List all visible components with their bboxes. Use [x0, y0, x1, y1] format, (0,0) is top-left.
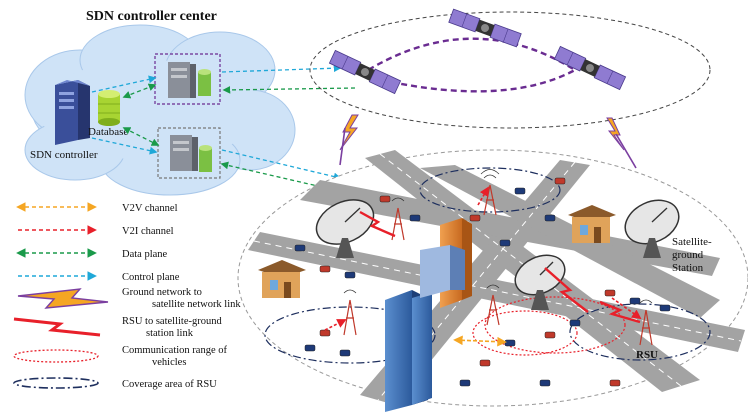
control-to-satellite — [221, 64, 342, 73]
sdn-controller-icon — [55, 80, 90, 145]
rsu-signal-icons — [343, 169, 653, 304]
satellite-3-icon — [553, 45, 627, 91]
legend-line: station link — [146, 328, 194, 339]
ground-station-line-3: Station — [672, 262, 704, 274]
satellite-network-ellipse — [309, 11, 711, 129]
server-bottom-icon — [170, 135, 212, 172]
vehicle-comm-ranges — [472, 296, 626, 356]
database-icon — [98, 90, 120, 126]
building-blue-tall-icon — [385, 290, 432, 412]
dish-right-icon — [624, 199, 680, 258]
control-link-1 — [91, 75, 157, 93]
v2i-arrow-2 — [324, 319, 347, 331]
legend-label-coverage: Coverage area of RSU — [122, 379, 217, 390]
legend-item-control: Control plane — [18, 271, 180, 283]
database-label: Database — [88, 126, 128, 138]
legend-item-v2v: V2V channel — [16, 202, 178, 214]
ground-satellite-line-right — [615, 133, 637, 169]
ground-satellite-line-left — [339, 127, 346, 166]
legend-line: V2I channel — [122, 226, 174, 237]
legend-symbol-coverage — [13, 377, 99, 389]
data-from-satellite — [222, 86, 356, 94]
legend-label-control: Control plane — [122, 272, 180, 283]
control-to-ground — [221, 149, 342, 181]
dish-center-icon — [514, 254, 566, 310]
data-link-1 — [122, 127, 160, 146]
legend-line: Control plane — [122, 272, 180, 283]
legend-label-v2i: V2I channel — [122, 226, 174, 237]
dish-left-icon — [315, 199, 375, 258]
control-link-2 — [91, 137, 158, 155]
server-group-bottom — [157, 127, 221, 179]
legend-line: RSU to satellite-ground — [122, 316, 222, 327]
ground-station-line-1: Satellite- — [672, 236, 712, 248]
server-top-icon — [168, 62, 211, 98]
building-blue-mid-icon — [420, 245, 465, 298]
legend-line: V2V channel — [122, 203, 178, 214]
legend-label-data: Data plane — [122, 249, 168, 260]
legend-line: satellite network link — [152, 299, 241, 310]
legend-line: Coverage area of RSU — [122, 379, 217, 390]
v2v-arrow — [453, 335, 507, 347]
legend-item-data: Data plane — [16, 248, 168, 260]
legend-line: Ground network to — [122, 287, 202, 298]
house-right-icon — [568, 205, 616, 243]
satellite-1-icon — [328, 49, 402, 95]
satellite-orbit — [359, 37, 578, 93]
legend-item-coverage: Coverage area of RSU — [13, 377, 217, 390]
house-left-icon — [258, 260, 306, 298]
legend-line: Communication range of — [122, 345, 227, 356]
legend-symbol-ground_sat — [17, 288, 109, 309]
vehicles — [294, 177, 671, 387]
legend-symbol-rsu_sat — [13, 317, 101, 337]
rsu-station-link-3 — [599, 300, 641, 324]
v2i-arrow-3 — [611, 297, 642, 320]
satellite-ground-station-label: Satellite- ground Station — [672, 236, 714, 274]
ground-satellite-link-right — [606, 117, 625, 151]
legend-label-v2v: V2V channel — [122, 203, 178, 214]
legend-line: Data plane — [122, 249, 168, 260]
satellite-2-icon — [448, 8, 522, 48]
v2i-arrow-1 — [477, 186, 489, 206]
rsu-label: RSU — [636, 349, 658, 361]
legend-symbol-comm_range — [13, 349, 99, 363]
legend-item-v2i: V2I channel — [18, 225, 174, 237]
data-from-ground — [220, 161, 336, 191]
ground-station-line-2: ground — [672, 249, 704, 261]
rsu-station-link-2 — [544, 267, 589, 313]
diagram-title: SDN controller center — [86, 9, 217, 24]
sdn-controller-label: SDN controller — [30, 149, 98, 161]
rsu-coverage-areas — [264, 167, 711, 364]
legend-line: vehicles — [152, 357, 186, 368]
rsu-station-link-1 — [359, 210, 396, 238]
data-link-2 — [122, 83, 157, 99]
